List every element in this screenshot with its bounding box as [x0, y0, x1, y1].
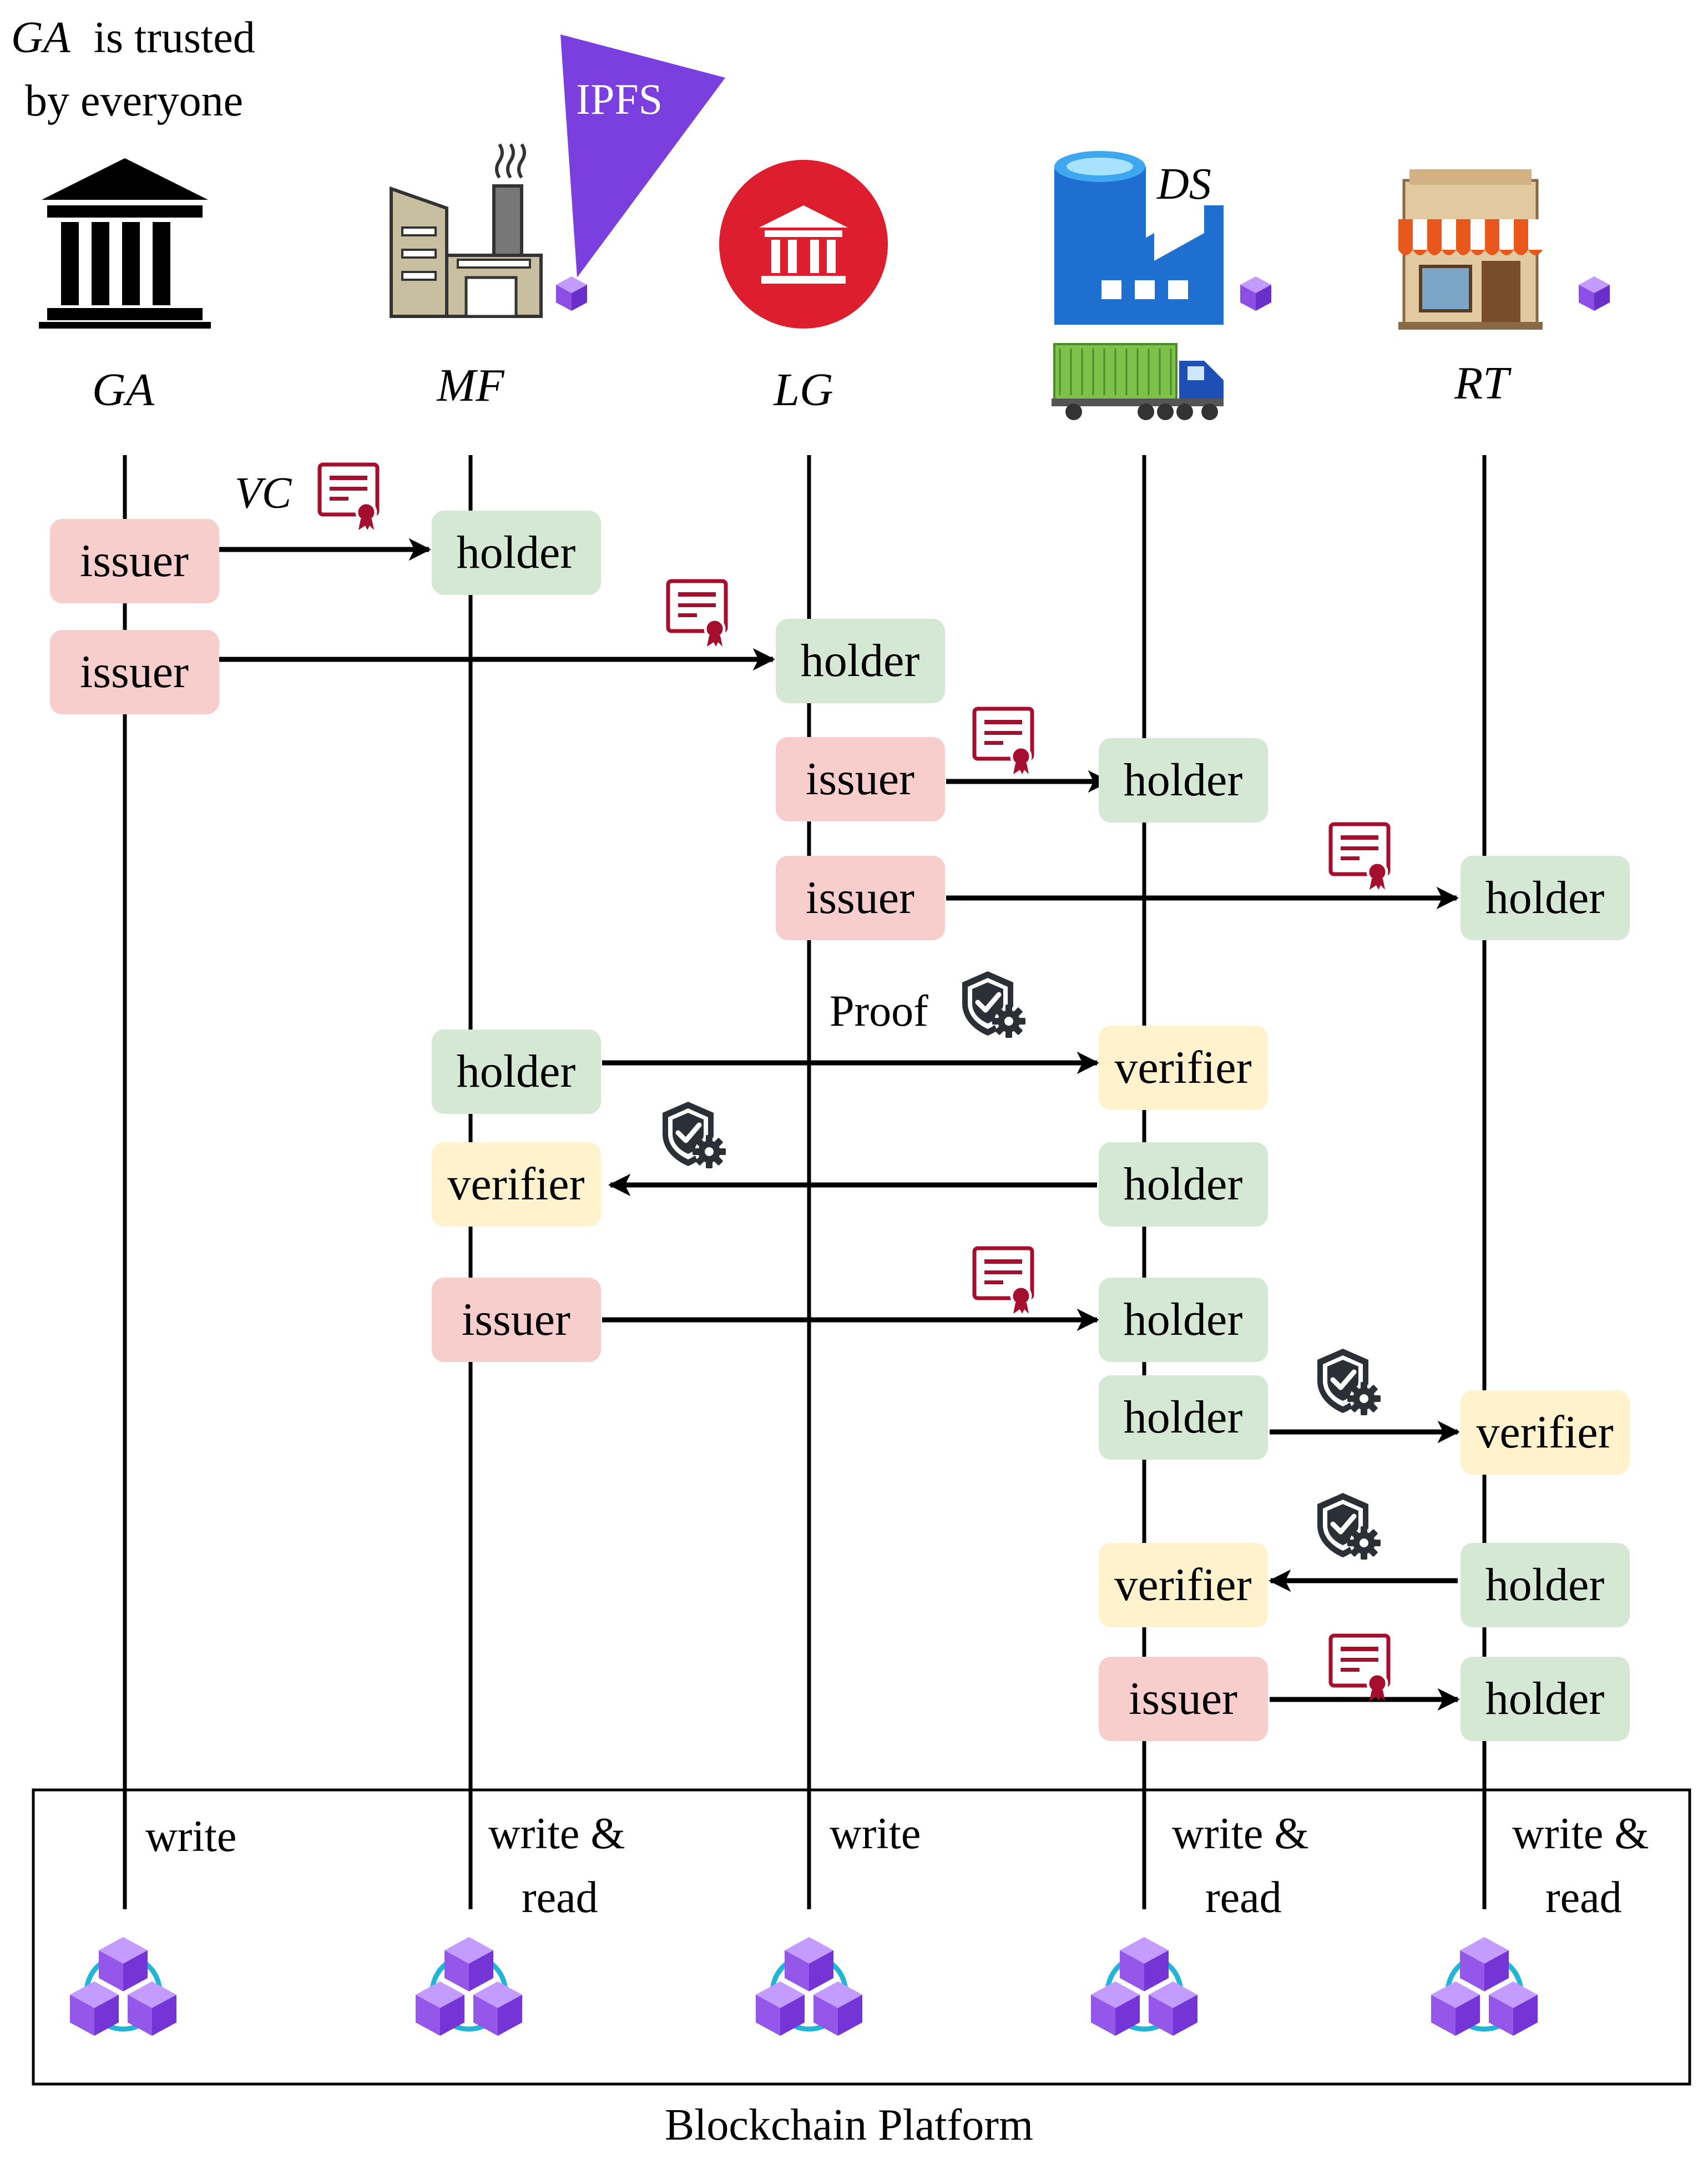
ds-node-cube-icon [1240, 276, 1271, 311]
access-ds-line1: write & [1172, 1809, 1309, 1858]
actor-label-rt: RT [1454, 357, 1512, 409]
blockchain-node-icon [416, 1937, 522, 2036]
svg-text:issuer: issuer [806, 872, 914, 924]
proof-shield-icon [1317, 1493, 1381, 1560]
role-box-holder: holder [432, 511, 601, 595]
access-ga: write [145, 1812, 236, 1861]
certificate-icon [668, 581, 726, 647]
factory-icon [390, 143, 543, 318]
access-ds-line2: read [1205, 1873, 1282, 1922]
rt-node-cube-icon [1579, 276, 1610, 311]
distributor-factory-icon [1054, 151, 1224, 325]
svg-text:verifier: verifier [1114, 1559, 1251, 1611]
role-box-holder: holder [1461, 1543, 1630, 1627]
blockchain-node-icon [1091, 1937, 1197, 2036]
svg-text:holder: holder [457, 527, 576, 578]
role-box-holder: holder [776, 619, 945, 703]
truck-icon [1052, 343, 1224, 420]
role-box-issuer: issuer [776, 856, 945, 940]
proof-label: Proof [830, 987, 928, 1036]
svg-text:verifier: verifier [447, 1158, 584, 1210]
proof-shield-icon [962, 971, 1025, 1038]
blockchain-node-icon [756, 1937, 862, 2036]
role-box-issuer: issuer [1099, 1657, 1268, 1741]
svg-text:holder: holder [801, 635, 920, 687]
svg-text:holder: holder [1485, 872, 1605, 924]
blockchain-node-icon [1431, 1937, 1538, 2036]
role-box-verifier: verifier [432, 1142, 601, 1227]
role-box-verifier: verifier [1461, 1390, 1630, 1475]
government-building-icon [39, 158, 211, 329]
access-mf-line2: read [522, 1873, 598, 1922]
retail-shop-icon [1398, 169, 1543, 330]
actor-label-ga: GA [92, 364, 155, 416]
role-box-holder: holder [1099, 1142, 1268, 1227]
svg-text:holder: holder [457, 1046, 576, 1097]
svg-text:holder: holder [1124, 1158, 1243, 1210]
role-box-holder: holder [1099, 738, 1268, 823]
role-box-verifier: verifier [1099, 1026, 1268, 1110]
ipfs-label: IPFS [576, 75, 663, 123]
svg-text:issuer: issuer [1129, 1673, 1237, 1724]
access-rt-line2: read [1545, 1873, 1622, 1922]
svg-text:holder: holder [1124, 1294, 1243, 1345]
ipfs-funnel: IPFS [560, 34, 725, 278]
svg-text:verifier: verifier [1476, 1406, 1613, 1458]
certificate-icon [974, 1248, 1032, 1314]
access-lg: write [830, 1809, 921, 1858]
proof-shield-icon [1317, 1349, 1381, 1415]
role-box-holder: holder [1461, 1657, 1630, 1741]
role-box-issuer: issuer [50, 630, 219, 714]
access-rt-line1: write & [1512, 1809, 1649, 1858]
access-mf-line1: write & [488, 1809, 625, 1858]
svg-text:holder: holder [1124, 1391, 1243, 1443]
ds-icon-label: DS [1156, 160, 1211, 209]
svg-text:issuer: issuer [806, 753, 914, 805]
certificate-icon [1331, 824, 1388, 890]
actor-label-lg: LG [773, 364, 833, 416]
role-box-holder: holder [1461, 856, 1630, 940]
role-box-verifier: verifier [1099, 1543, 1268, 1627]
role-box-holder: holder [1099, 1375, 1268, 1460]
role-box-issuer: issuer [776, 737, 945, 821]
certificate-icon [974, 709, 1032, 774]
proof-shield-icon [663, 1102, 726, 1168]
svg-text:issuer: issuer [462, 1294, 570, 1345]
svg-text:verifier: verifier [1114, 1042, 1251, 1093]
trust-note-line2: by everyone [25, 77, 243, 125]
actor-label-mf: MF [436, 360, 505, 411]
message-arrows [219, 538, 1461, 1711]
role-boxes: issuer holder issuer holder issuer holde… [50, 511, 1630, 1741]
blockchain-platform-title: Blockchain Platform [665, 2101, 1033, 2150]
certificate-icon [1331, 1636, 1388, 1701]
role-box-issuer: issuer [50, 519, 219, 603]
certificate-icon [320, 465, 377, 530]
trust-note-line1: GA is trusted [11, 13, 255, 62]
svg-text:holder: holder [1485, 1559, 1605, 1611]
svg-text:issuer: issuer [80, 646, 189, 698]
svg-text:holder: holder [1485, 1673, 1605, 1724]
blockchain-platform-frame [32, 1788, 1691, 2086]
blockchain-node-icon [70, 1937, 176, 2036]
ipfs-node-cube-icon [556, 276, 587, 311]
role-box-holder: holder [1099, 1278, 1268, 1362]
logistics-authority-icon [719, 160, 888, 329]
role-box-holder: holder [432, 1030, 601, 1114]
role-box-issuer: issuer [432, 1278, 601, 1362]
svg-text:issuer: issuer [80, 535, 189, 587]
vc-label: VC [235, 469, 292, 518]
svg-text:holder: holder [1124, 754, 1243, 806]
